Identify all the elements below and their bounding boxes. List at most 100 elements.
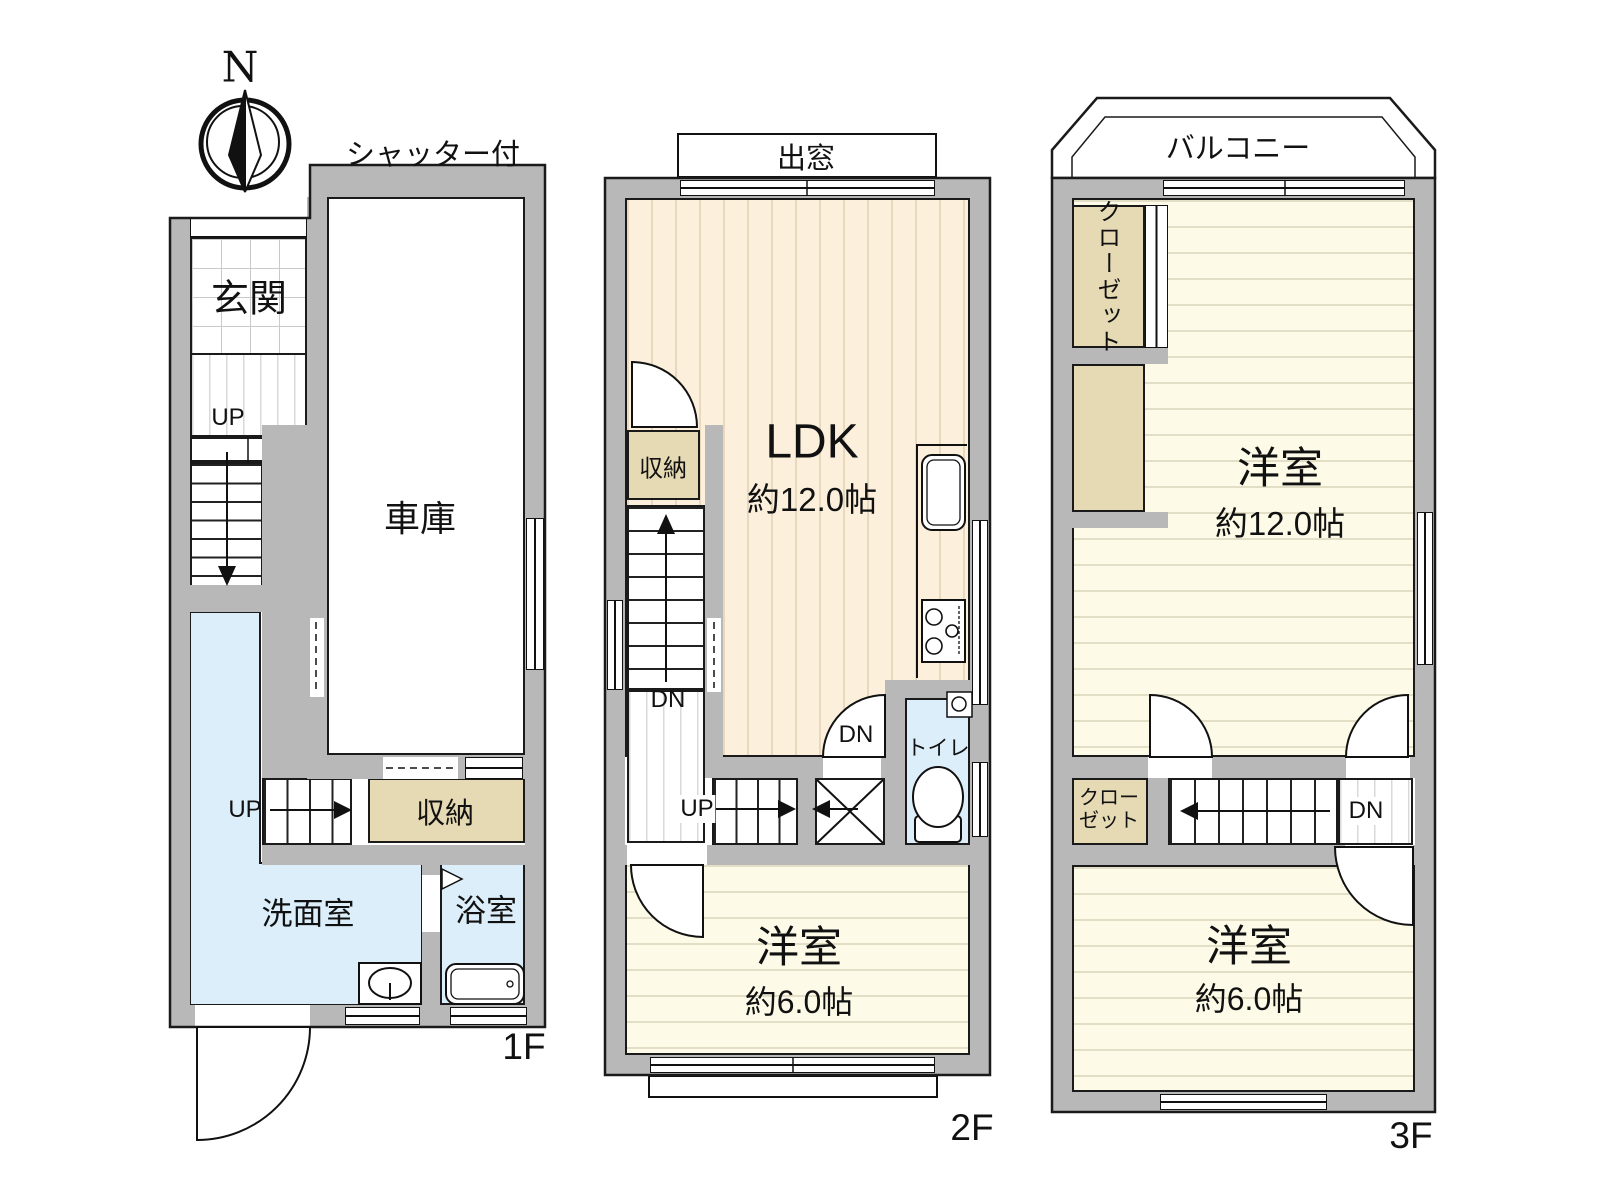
window xyxy=(1417,512,1433,665)
wall xyxy=(422,930,440,1005)
wall xyxy=(885,698,905,845)
entrance-hall xyxy=(190,353,307,437)
bathroom-door-gap xyxy=(422,875,440,932)
shutter-note: シャッター付 xyxy=(345,139,521,171)
bathtub xyxy=(445,963,525,1005)
outline-3f xyxy=(1050,176,1437,1114)
window xyxy=(607,600,623,690)
stair-down-arrow-1f xyxy=(218,452,236,586)
winder-arrow-2f xyxy=(812,779,884,844)
closet-label-line1: クロー xyxy=(1093,199,1120,277)
room-label-garage: 車庫 xyxy=(383,498,457,539)
wall xyxy=(422,863,440,878)
closet-label-line2: ゼット xyxy=(1093,277,1120,355)
room-label-western-small-3f: 洋室 xyxy=(1206,923,1292,971)
wall xyxy=(1052,512,1168,528)
door-opening xyxy=(195,1005,310,1027)
floor-label-1f: 1F xyxy=(502,1026,546,1067)
wall xyxy=(1148,778,1168,845)
outline-1f xyxy=(168,163,547,1029)
wall xyxy=(188,585,327,612)
kitchen-counter xyxy=(916,444,967,678)
closet-label-upper-3f: クローゼット xyxy=(1091,199,1121,355)
room-label-entrance: 玄関 xyxy=(210,278,288,321)
wall xyxy=(170,218,190,1027)
toilet-fixture xyxy=(912,691,973,843)
door-label-dn-2f: DN xyxy=(838,721,874,748)
stairs-label-up-mid: UP xyxy=(228,796,262,823)
closet-label-line1: クロー xyxy=(1079,787,1139,809)
window xyxy=(450,1007,527,1025)
door-opening xyxy=(1148,757,1212,778)
closet-label-lower-3f: クローゼット xyxy=(1079,787,1139,833)
window xyxy=(972,520,988,705)
window xyxy=(345,1007,420,1025)
room-door-swing-3f-left xyxy=(1149,693,1214,758)
compass-north-label: N xyxy=(221,42,259,92)
stairs-label-dn-2f: DN xyxy=(650,686,686,713)
outline-2f xyxy=(603,176,992,1077)
room-door-swing-2f xyxy=(629,864,704,939)
floor-label-2f: 2F xyxy=(950,1107,994,1148)
hall-2f xyxy=(627,690,705,843)
balcony-label: バルコニー xyxy=(1165,133,1311,165)
door-opening xyxy=(627,845,707,865)
room-area-ldk: 約12.0帖 xyxy=(746,481,878,518)
window xyxy=(526,518,544,670)
room-label-ldk: LDK xyxy=(765,415,859,469)
stair-door-swing-2f xyxy=(821,693,886,758)
room-label-western-large-3f: 洋室 xyxy=(1237,445,1323,493)
stair-up-arrow-2f-main xyxy=(657,514,675,682)
window xyxy=(465,757,523,779)
stairs-label-dn-3f: DN xyxy=(1346,797,1386,825)
pocket-door-gap xyxy=(310,618,324,697)
door-opening xyxy=(823,757,881,778)
closet-label-line2: ゼット xyxy=(1079,810,1139,832)
bathroom-folding-door xyxy=(441,867,464,891)
storage-1f xyxy=(368,778,525,843)
room-garage xyxy=(327,197,525,755)
window xyxy=(1160,1094,1327,1110)
floor-label-3f: 3F xyxy=(1389,1115,1433,1156)
stair-up-arrow-1f xyxy=(270,801,352,819)
wall xyxy=(1052,178,1072,1112)
room-area-western-2f: 約6.0帖 xyxy=(744,984,854,1020)
closet-upper-3f xyxy=(1072,205,1145,348)
closet-mid-3f xyxy=(1072,364,1145,512)
washbasin xyxy=(368,967,412,1000)
compass-icon xyxy=(198,89,292,193)
storage-2f xyxy=(627,430,700,500)
wall xyxy=(798,778,815,845)
garage-opening xyxy=(383,757,458,779)
storage-door-swing-2f xyxy=(631,360,699,428)
closet-sliding-door xyxy=(1145,205,1168,348)
stair-up-arrow-2f xyxy=(714,800,796,818)
window xyxy=(680,180,935,196)
wall xyxy=(705,757,817,778)
room-label-storage-2f: 収納 xyxy=(639,455,687,483)
wall xyxy=(310,165,545,197)
wall xyxy=(625,845,970,865)
closet-lower-3f xyxy=(1072,778,1148,845)
room-western-small-3f xyxy=(1072,865,1415,1092)
room-label-bathroom: 浴室 xyxy=(455,893,517,929)
room-area-western-small-3f: 約6.0帖 xyxy=(1194,981,1304,1017)
wall xyxy=(1072,845,1415,865)
door-opening xyxy=(1346,757,1410,778)
room-label-toilet: トイレ xyxy=(906,737,970,760)
room-label-washroom: 洗面室 xyxy=(261,896,355,932)
entry-door-swing xyxy=(196,1026,312,1142)
window xyxy=(972,762,988,837)
room-label-western-2f: 洋室 xyxy=(756,924,842,972)
stair-down-arrow-3f xyxy=(1180,802,1330,820)
wall xyxy=(1052,348,1168,364)
window xyxy=(1163,180,1405,196)
balcony-inner-line xyxy=(1071,116,1416,178)
room-door-swing-3f-small xyxy=(1333,846,1414,927)
stairs-label-up-2f: UP xyxy=(678,795,716,823)
stair-mid-1f xyxy=(262,778,352,845)
hand-wash-basin xyxy=(946,691,973,718)
room-area-western-large-3f: 約12.0帖 xyxy=(1214,505,1346,542)
